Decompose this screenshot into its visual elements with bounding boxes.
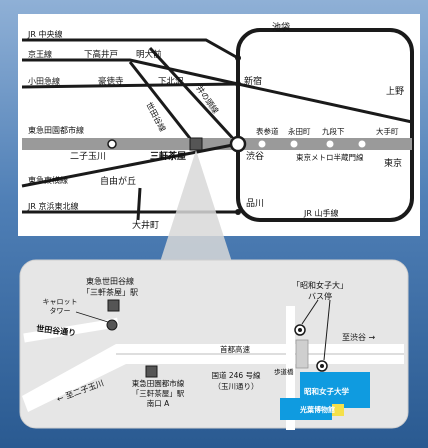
hanzomon-line: [238, 138, 412, 150]
station-kudanshita: 九段下: [322, 126, 345, 136]
keio-line: [22, 58, 239, 86]
label-route246-1: 国道 246 号線: [211, 370, 261, 380]
station-sangenjaya: 三軒茶屋: [150, 150, 186, 162]
setagaya-line-station-marker: [107, 299, 120, 312]
label-yamanote-line: JR 山手線: [303, 208, 338, 218]
label-setagaya-line-station-2: 「三軒茶屋」駅: [82, 287, 138, 297]
station-ikebukuro: 池袋: [272, 21, 290, 33]
label-bus-stop-2: バス停: [308, 291, 332, 301]
label-hanzomon-line: 東京メトロ半蔵門線: [296, 152, 364, 162]
shibuya-station-marker: [229, 135, 247, 153]
otemachi-dot: [358, 140, 366, 148]
station-omotesando: 表参道: [256, 126, 279, 136]
label-carrot-tower-1: キャロット: [43, 298, 78, 306]
toyoko-line: [21, 142, 239, 188]
label-bus-stop-1: 「昭和女子大」: [292, 280, 348, 290]
den-en-toshi-line: [22, 138, 238, 150]
label-pedestrian-bridge: 歩道橋: [274, 367, 294, 376]
label-den-en-toshi-line: 東急田園都市線: [28, 125, 84, 135]
station-oimachi: 大井町: [132, 219, 159, 231]
nagatacho-dot: [290, 140, 298, 148]
station-shibuya: 渋谷: [246, 150, 264, 162]
label-chuo-line: JR 中央線: [27, 29, 62, 39]
label-to-shibuya: 至渋谷 →: [342, 332, 376, 342]
yamanote-loop: [236, 28, 414, 222]
museum-marker: [332, 404, 344, 416]
kudanshita-dot: [326, 140, 334, 148]
pedestrian-bridge: [295, 339, 309, 369]
chuo-line-east: [237, 82, 413, 124]
station-nagatacho: 永田町: [288, 126, 311, 136]
station-meidaimae: 明大前: [136, 49, 162, 60]
label-den-en-toshi-exit-1: 東急田園都市線: [132, 378, 185, 388]
den-en-toshi-exit-marker: [145, 365, 158, 378]
label-odakyu-line: 小田急線: [28, 76, 60, 86]
callout-wedge: [160, 150, 232, 262]
label-school-name: 昭和女子大学: [304, 386, 349, 396]
station-tokyo: 東京: [384, 157, 402, 169]
inokashira-line: [148, 46, 240, 146]
odakyu-line: [21, 82, 239, 89]
label-setagaya-dori: 世田谷通り: [36, 323, 77, 338]
chuo-line: [22, 38, 239, 60]
label-keihin-tohoku-line: JR 京浜東北線: [27, 201, 78, 211]
station-ueno: 上野: [386, 86, 404, 97]
station-gotokuji: 豪徳寺: [98, 76, 124, 87]
station-futakotamagawa: 二子玉川: [70, 151, 106, 162]
label-den-en-toshi-exit-3: 南口 A: [147, 398, 170, 408]
label-toyoko-line: 東急東横線: [28, 175, 68, 185]
omotesando-dot: [258, 140, 266, 148]
showa-womens-university: [280, 372, 370, 420]
station-shimotakaido: 下高井戸: [84, 49, 118, 60]
label-museum-name: 光葉博物館: [299, 405, 335, 414]
label-den-en-toshi-exit-2: 「三軒茶屋」駅: [132, 388, 185, 398]
route246-road: [22, 344, 404, 412]
setagaya-line: [128, 61, 198, 147]
station-shinagawa: 品川: [246, 198, 264, 209]
label-route246-2: （玉川通り）: [214, 381, 259, 391]
side-road: [286, 306, 295, 430]
sangenjaya-station-marker: [189, 137, 203, 151]
label-carrot-tower-2: タワー: [50, 306, 71, 315]
futakotamagawa-station-dot: [107, 139, 117, 149]
station-shimokitazawa: 下北沢: [158, 76, 184, 87]
label-shuto-kosoku: 首都高速: [220, 344, 250, 354]
station-otemachi: 大手町: [376, 126, 399, 136]
oimachi-line: [136, 187, 142, 221]
station-shinjuku: 新宿: [244, 75, 262, 87]
carrot-tower-marker: [106, 319, 118, 331]
label-setagaya-line-station-1: 東急世田谷線: [86, 276, 134, 286]
label-keio-line: 京王線: [28, 49, 52, 59]
station-jiyugaoka: 自由が丘: [100, 175, 136, 187]
